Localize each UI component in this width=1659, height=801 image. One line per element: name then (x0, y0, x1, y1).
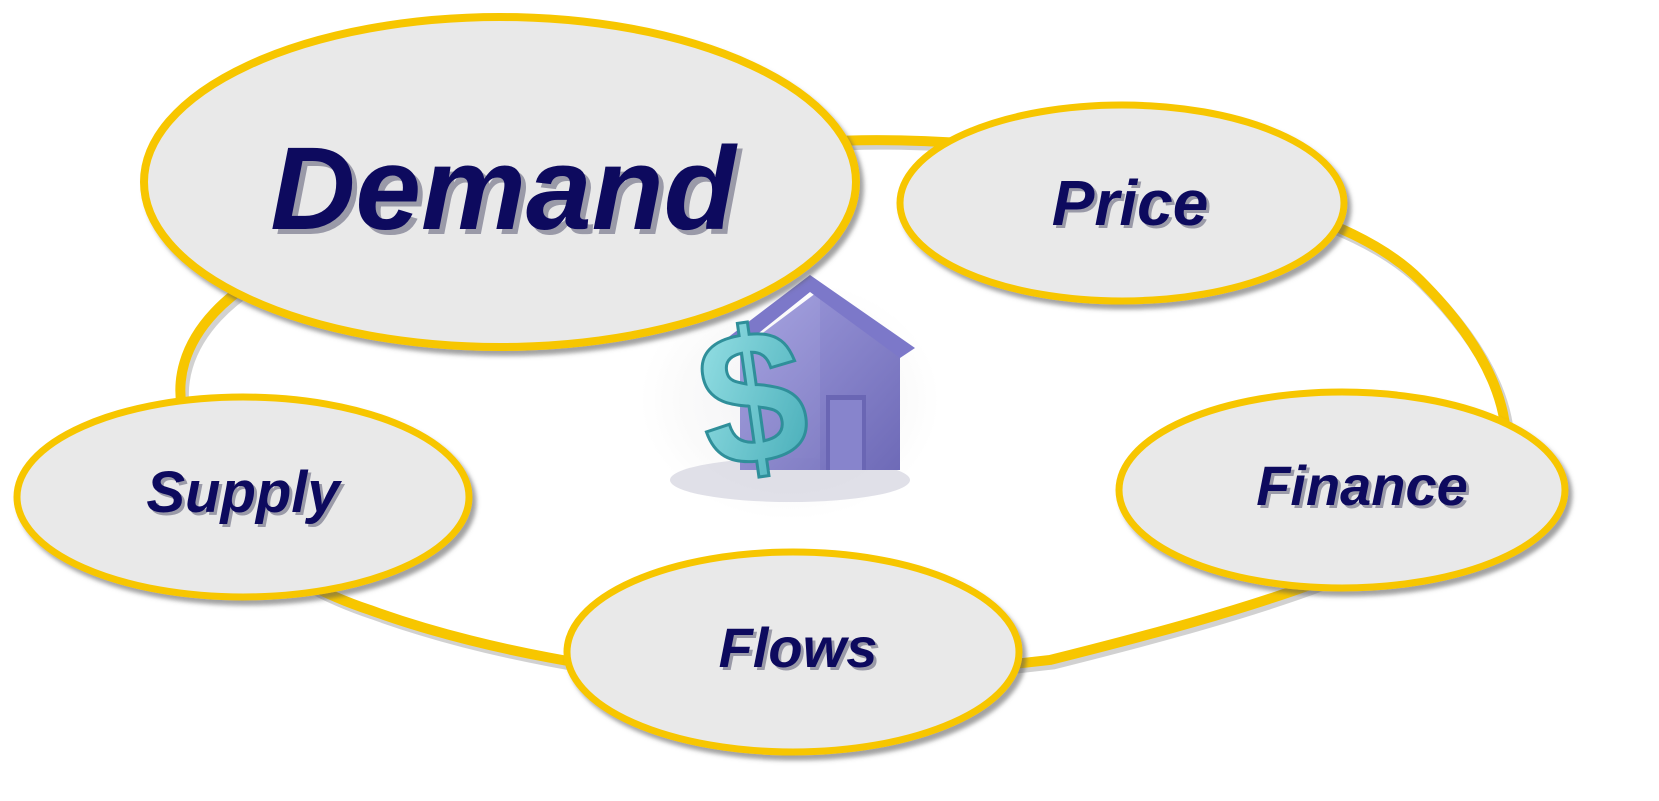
node-flows-label-shadow: Flows (722, 619, 881, 682)
node-demand-ellipse (140, 13, 860, 351)
node-supply: Supply Supply (13, 393, 473, 601)
node-finance-label-shadow: Finance (1259, 457, 1471, 520)
node-finance-label: Finance (1256, 454, 1468, 517)
node-price-label: Price (1052, 167, 1209, 239)
node-supply-label-shadow: Supply (149, 463, 345, 528)
node-demand: Demand Demand (140, 13, 860, 351)
node-demand-label: Demand (270, 123, 738, 255)
node-finance: Finance Finance (1115, 388, 1569, 592)
node-price-label-shadow: Price (1055, 170, 1212, 242)
node-demand-label-shadow: Demand (275, 128, 743, 260)
node-supply-ellipse (13, 393, 473, 601)
node-flows-ellipse (563, 548, 1023, 756)
node-finance-ellipse (1115, 388, 1569, 592)
node-price: Price Price (896, 101, 1348, 305)
node-supply-label: Supply (146, 460, 342, 525)
node-price-ellipse (896, 101, 1348, 305)
house-dollar-icon: $ (640, 275, 940, 520)
node-flows: Flows Flows (563, 548, 1023, 756)
node-flows-label: Flows (719, 616, 878, 679)
